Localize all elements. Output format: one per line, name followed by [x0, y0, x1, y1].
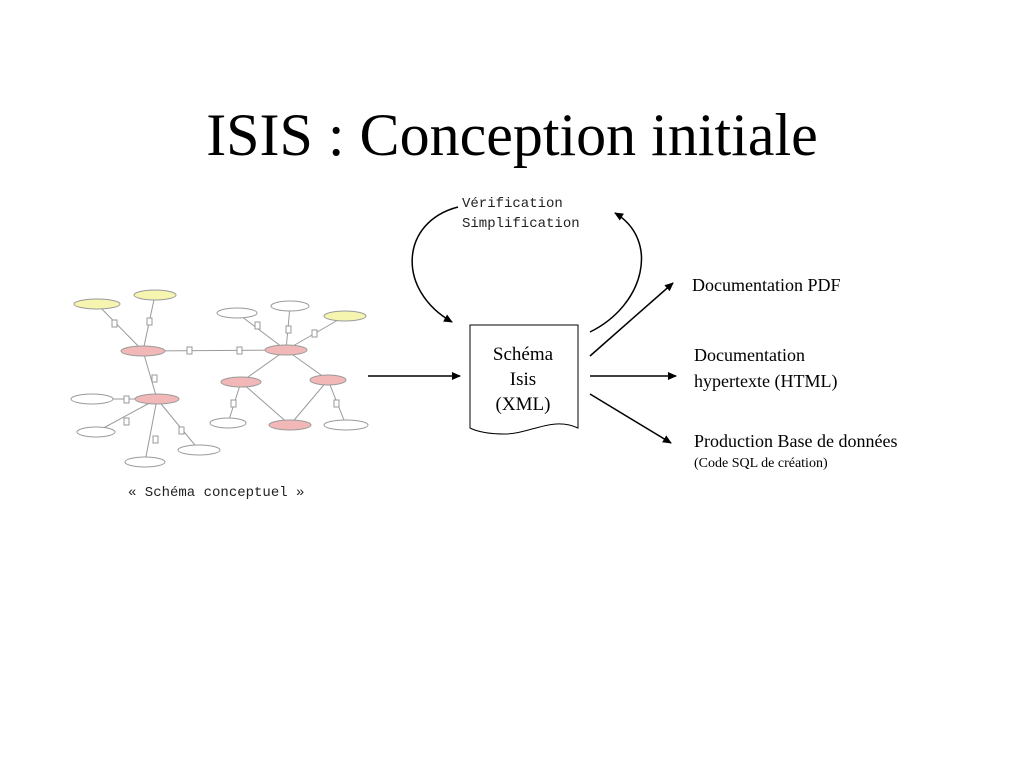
- slide-title: ISIS : Conception initiale: [206, 102, 818, 168]
- xml-document-label: Schéma Isis (XML): [470, 342, 576, 417]
- xml-doc-line2: Isis: [509, 369, 537, 390]
- xml-doc-line1: Schéma: [492, 344, 554, 365]
- xml-document-shape: [469, 324, 579, 435]
- output-db: Production Base de données: [694, 431, 898, 451]
- output-html: Documentation hypertexte (HTML): [694, 342, 837, 394]
- xml-doc-line3: (XML): [495, 394, 551, 415]
- output-html-line1: Documentation: [694, 345, 805, 365]
- output-pdf: Documentation PDF: [692, 275, 841, 295]
- output-db-sub: (Code SQL de création): [694, 456, 828, 471]
- conceptual-schema-thumbnail: [70, 289, 369, 468]
- loop-arrow-right: [589, 212, 643, 333]
- loop-label: Vérification Simplification: [462, 194, 580, 234]
- schema-caption: « Schéma conceptuel »: [128, 485, 305, 501]
- loop-label-simplification: Simplification: [462, 216, 580, 232]
- arrow-to-db: [589, 393, 672, 444]
- arrow-to-pdf: [589, 282, 674, 357]
- loop-label-verification: Vérification: [462, 196, 563, 212]
- loop-arrow-left: [411, 206, 459, 323]
- output-html-line2: hypertexte (HTML): [694, 371, 838, 391]
